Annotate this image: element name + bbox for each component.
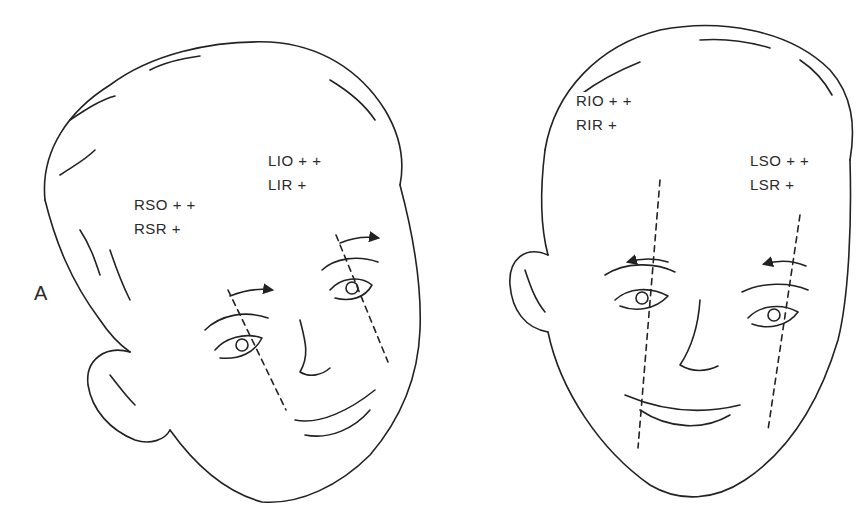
muscle-label: RSR + <box>132 220 183 238</box>
muscle-label: RIO + + <box>574 92 634 110</box>
muscle-label: LSO + + <box>748 152 811 170</box>
muscle-label: RSO + + <box>132 196 198 214</box>
muscle-label: LIO + + <box>266 152 324 170</box>
muscle-label: RIR + <box>574 116 619 134</box>
muscle-label: LSR + <box>748 176 797 194</box>
muscle-label: LIR + <box>266 176 309 194</box>
figure-letter: A <box>32 284 50 302</box>
